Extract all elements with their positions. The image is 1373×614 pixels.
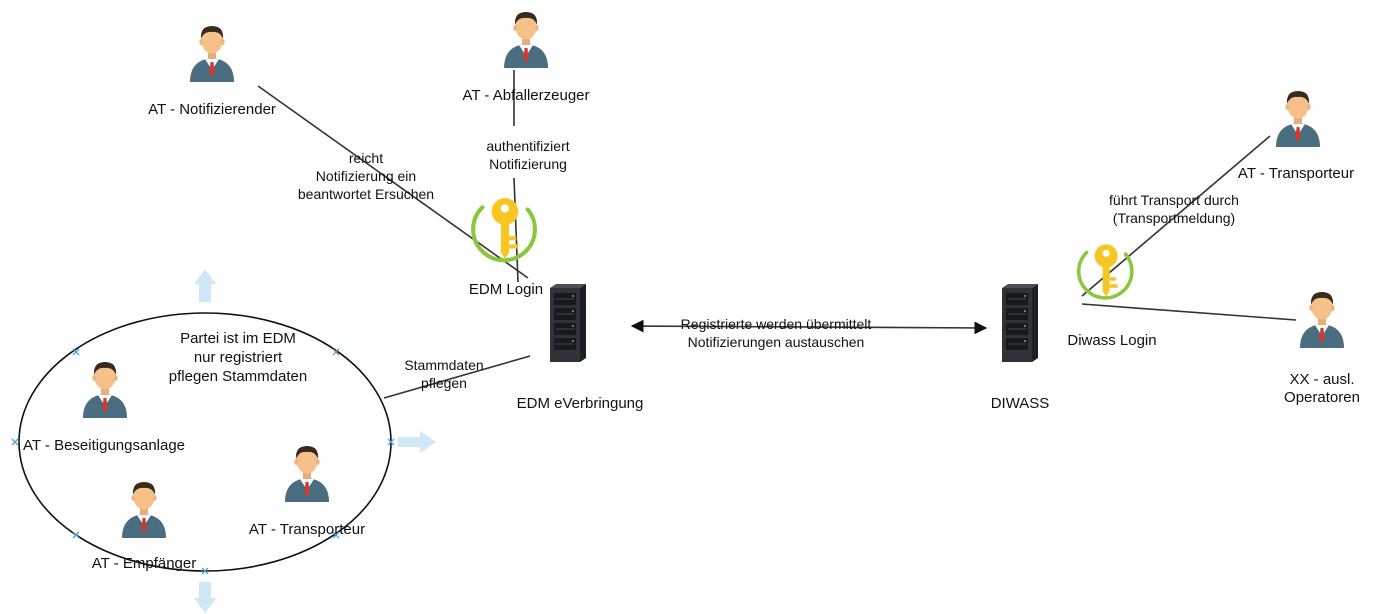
resize-handle-right-arrow[interactable]: [398, 431, 436, 453]
connector-abfallerzeuger-edm: [513, 177, 519, 283]
group-selection[interactable]: [11, 269, 436, 613]
server-rack-icon: [1001, 283, 1039, 363]
labels: AT - Notifizierender AT - Abfallerzeuger…: [23, 87, 1360, 572]
connector-transporteur-diwass: [1081, 135, 1271, 297]
relation-authentifiziert-2: Notifizierung: [489, 156, 567, 172]
businessman-icon: [504, 12, 548, 68]
relation-stammdaten-2: pflegen: [421, 375, 467, 391]
businessman-icon: [1300, 292, 1344, 348]
relation-reicht-3: beantwortet Ersuchen: [298, 186, 434, 202]
connector-notifizierender-edm: [257, 85, 529, 279]
key-icon: [1076, 242, 1134, 300]
system-edm-login: EDM Login: [469, 281, 543, 298]
relation-transport-1: führt Transport durch: [1109, 192, 1239, 208]
actor-beseitigungsanlage: AT - Beseitigungsanlage: [23, 437, 185, 454]
actor-abfallerzeuger: AT - Abfallerzeuger: [462, 87, 589, 104]
group-note-2: nur registriert: [194, 349, 283, 366]
actor-empfaenger: AT - Empfänger: [92, 555, 197, 572]
businessman-icon: [83, 362, 127, 418]
connector-operatoren-diwass: [1081, 303, 1297, 321]
selection-handles[interactable]: [11, 348, 395, 575]
relation-authentifiziert-1: authentifiziert: [486, 138, 569, 154]
businessman-icon: [190, 26, 234, 82]
connector-edm-diwass: [630, 319, 988, 335]
resize-handle-top-arrow[interactable]: [194, 269, 216, 302]
relation-exchange-1: Registrierte werden übermittelt: [681, 316, 872, 332]
businessman-icon: [285, 446, 329, 502]
server-rack-icon: [549, 283, 587, 363]
relation-stammdaten-1: Stammdaten: [404, 357, 483, 373]
key-icon: [473, 198, 535, 260]
relation-transport-2: (Transportmeldung): [1113, 210, 1235, 226]
group-note-3: pflegen Stammdaten: [169, 368, 307, 385]
relation-reicht-1: reicht: [349, 150, 383, 166]
system-diwass: DIWASS: [991, 395, 1050, 412]
relation-reicht-2: Notifizierung ein: [316, 168, 416, 184]
connectors: [257, 70, 1297, 399]
businessman-icon: [1276, 91, 1320, 147]
resize-handle-bottom-arrow[interactable]: [194, 582, 216, 613]
businessman-icon: [122, 482, 166, 538]
actor-ausl-operatoren-2: Operatoren: [1284, 389, 1360, 406]
relation-exchange-2: Notifizierungen austauschen: [688, 334, 865, 350]
group-note-1: Partei ist im EDM: [180, 330, 296, 347]
system-diwass-login: Diwass Login: [1067, 332, 1156, 349]
system-edm: EDM eVerbringung: [517, 395, 644, 412]
actor-transporteur: AT - Transporteur: [1238, 165, 1354, 182]
connector-group-edm: [383, 355, 531, 399]
actor-ausl-operatoren-1: XX - ausl.: [1289, 371, 1354, 388]
actor-transporteur-group: AT - Transporteur: [249, 521, 365, 538]
actor-notifizierender: AT - Notifizierender: [148, 101, 276, 118]
